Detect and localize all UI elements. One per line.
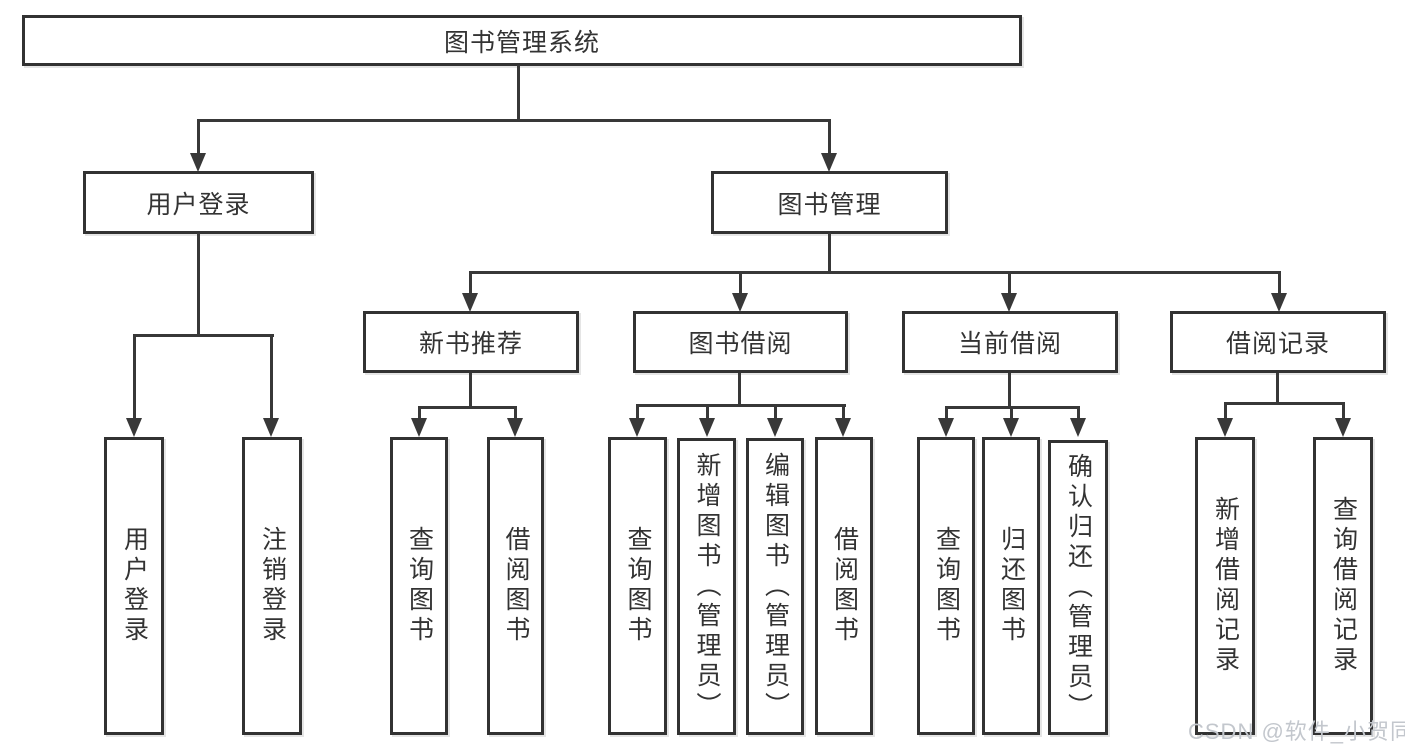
- arrowhead-icon: [1271, 293, 1287, 312]
- arrowhead-icon: [190, 153, 206, 172]
- leaf-query-books-recommend: 查询图书: [390, 437, 448, 735]
- connector-current-borrowing-stub: [1008, 373, 1011, 409]
- connector-level3-rail: [469, 271, 1281, 274]
- node-label: 当前借阅: [957, 330, 1062, 358]
- connector-new-book-stub: [469, 373, 472, 409]
- connector-drop: [842, 404, 845, 420]
- node-label: 查询图书: [405, 526, 434, 646]
- arrowhead-icon: [699, 418, 715, 437]
- arrowhead-icon: [263, 418, 279, 437]
- arrowhead-icon: [507, 418, 523, 437]
- arrowhead-icon: [835, 418, 851, 437]
- node-user-login: 用户登录: [83, 171, 314, 234]
- leaf-query-books-borrowing: 查询图书: [608, 437, 667, 735]
- connector-drop-new-book: [469, 271, 472, 297]
- arrowhead-icon: [1001, 293, 1017, 312]
- arrowhead-icon: [411, 418, 427, 437]
- node-label: 查询图书: [932, 526, 961, 646]
- connector-drop: [1010, 406, 1013, 420]
- connector-drop-user-login: [197, 119, 200, 157]
- arrowhead-icon: [1335, 418, 1351, 437]
- connector-records-rail: [1224, 402, 1345, 405]
- leaf-borrow-books-recommend: 借阅图书: [487, 437, 544, 735]
- connector-user-login-stub: [197, 233, 200, 337]
- connector-drop-leaf-logout: [270, 334, 273, 422]
- arrowhead-icon: [767, 418, 783, 437]
- node-label: 新增图书（管理员）: [693, 451, 721, 722]
- node-current-borrowing: 当前借阅: [902, 311, 1118, 373]
- leaf-add-book-admin: 新增图书（管理员）: [677, 438, 736, 735]
- node-label: 新增借阅记录: [1211, 496, 1240, 676]
- connector-user-login-rail: [133, 334, 274, 337]
- arrowhead-icon: [1003, 418, 1019, 437]
- connector-new-book-rail: [418, 406, 517, 409]
- connector-drop-leaf-user-login: [133, 334, 136, 422]
- arrowhead-icon: [629, 418, 645, 437]
- connector-drop: [945, 406, 948, 420]
- node-label: 借阅图书: [830, 526, 859, 646]
- leaf-logout: 注销登录: [242, 437, 302, 735]
- node-label: 图书借阅: [688, 330, 793, 358]
- node-book-management: 图书管理: [711, 171, 948, 234]
- connector-drop-book-management: [828, 119, 831, 157]
- node-book-borrowing: 图书借阅: [633, 311, 848, 373]
- connector-drop-borrowing-records: [1278, 271, 1281, 297]
- node-label: 查询图书: [624, 526, 652, 646]
- node-label: 确认归还（管理员）: [1064, 452, 1093, 723]
- connector-drop-current-borrowing: [1008, 271, 1011, 297]
- leaf-confirm-return-admin: 确认归还（管理员）: [1048, 440, 1108, 735]
- connector-drop: [418, 406, 421, 420]
- connector-root-stub: [517, 65, 520, 122]
- connector-drop: [774, 404, 777, 420]
- connector-drop: [514, 406, 517, 420]
- arrowhead-icon: [1070, 418, 1086, 437]
- node-new-book-recommendation: 新书推荐: [363, 311, 579, 373]
- watermark-csdn: CSDN @软件_小贺同学: [1188, 719, 1405, 744]
- leaf-query-borrow-record: 查询借阅记录: [1313, 437, 1373, 735]
- arrowhead-icon: [938, 418, 954, 437]
- connector-level2-rail: [197, 119, 831, 122]
- connector-drop: [1077, 406, 1080, 420]
- arrowhead-icon: [821, 153, 837, 172]
- arrowhead-icon: [462, 293, 478, 312]
- connector-drop-book-borrowing: [739, 271, 742, 297]
- node-label: 编辑图书（管理员）: [761, 451, 790, 722]
- connector-drop: [636, 404, 639, 420]
- node-label: 新书推荐: [418, 330, 523, 358]
- node-label: 借阅图书: [502, 526, 530, 646]
- node-label: 图书管理系统: [443, 28, 600, 57]
- node-borrowing-records: 借阅记录: [1170, 311, 1386, 373]
- node-label: 图书管理: [777, 190, 882, 219]
- leaf-edit-book-admin: 编辑图书（管理员）: [746, 438, 804, 735]
- node-label: 用户登录: [146, 190, 251, 219]
- connector-drop: [1224, 402, 1227, 420]
- arrowhead-icon: [1217, 418, 1233, 437]
- node-label: 用户登录: [120, 526, 149, 646]
- node-label: 归还图书: [997, 526, 1026, 646]
- leaf-query-books-current: 查询图书: [917, 437, 975, 735]
- leaf-user-login: 用户登录: [104, 437, 164, 735]
- connector-drop: [1342, 402, 1345, 420]
- connector-book-borrowing-stub: [738, 373, 741, 407]
- node-label: 查询借阅记录: [1329, 496, 1358, 676]
- connector-records-stub: [1276, 373, 1279, 405]
- arrowhead-icon: [732, 293, 748, 312]
- connector-book-borrowing-rail: [636, 404, 846, 407]
- node-label: 借阅记录: [1225, 330, 1330, 358]
- connector-book-management-stub: [828, 233, 831, 274]
- node-library-system: 图书管理系统: [22, 15, 1022, 66]
- node-label: 注销登录: [258, 526, 287, 646]
- leaf-return-books: 归还图书: [982, 437, 1040, 735]
- leaf-borrow-books-borrowing: 借阅图书: [815, 437, 873, 735]
- connector-drop: [706, 404, 709, 420]
- leaf-add-borrow-record: 新增借阅记录: [1195, 437, 1255, 735]
- arrowhead-icon: [126, 418, 142, 437]
